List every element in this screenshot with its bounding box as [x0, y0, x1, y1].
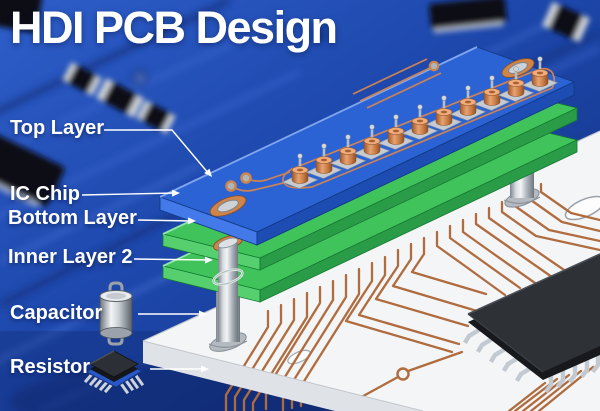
- callout-arrowheads: [171, 168, 213, 373]
- callout-inner-layer-2: Inner Layer 2: [8, 246, 133, 268]
- qfp-ic-chip: [462, 253, 600, 394]
- callout-bottom-layer: Bottom Layer: [8, 207, 137, 229]
- leader-top-layer: [104, 129, 210, 175]
- substrate-via: [396, 367, 410, 381]
- qfp-pins: [462, 326, 600, 394]
- background-components: [0, 0, 590, 209]
- top-layer-vias: [225, 60, 440, 192]
- callout-resistor: Resistor: [10, 356, 91, 378]
- leader-ic-chip: [81, 192, 177, 196]
- resistor-chip-icon: [83, 350, 145, 395]
- callout-top-layer: Top Layer: [10, 117, 105, 139]
- leader-bottom-layer: [137, 219, 193, 222]
- callout-ic-chip: IC Chip: [10, 183, 80, 205]
- callout-leaders: [81, 129, 210, 370]
- callout-capacitor: Capacitor: [10, 302, 103, 324]
- top-layer-mounting-holes: [209, 58, 535, 217]
- top-layer-board: [158, 46, 576, 246]
- page-title: HDI PCB Design: [10, 2, 338, 53]
- via-pillar-left-upper: [212, 234, 244, 342]
- leader-inner-layer-2: [133, 258, 210, 261]
- capacitor-icon: [99, 281, 133, 346]
